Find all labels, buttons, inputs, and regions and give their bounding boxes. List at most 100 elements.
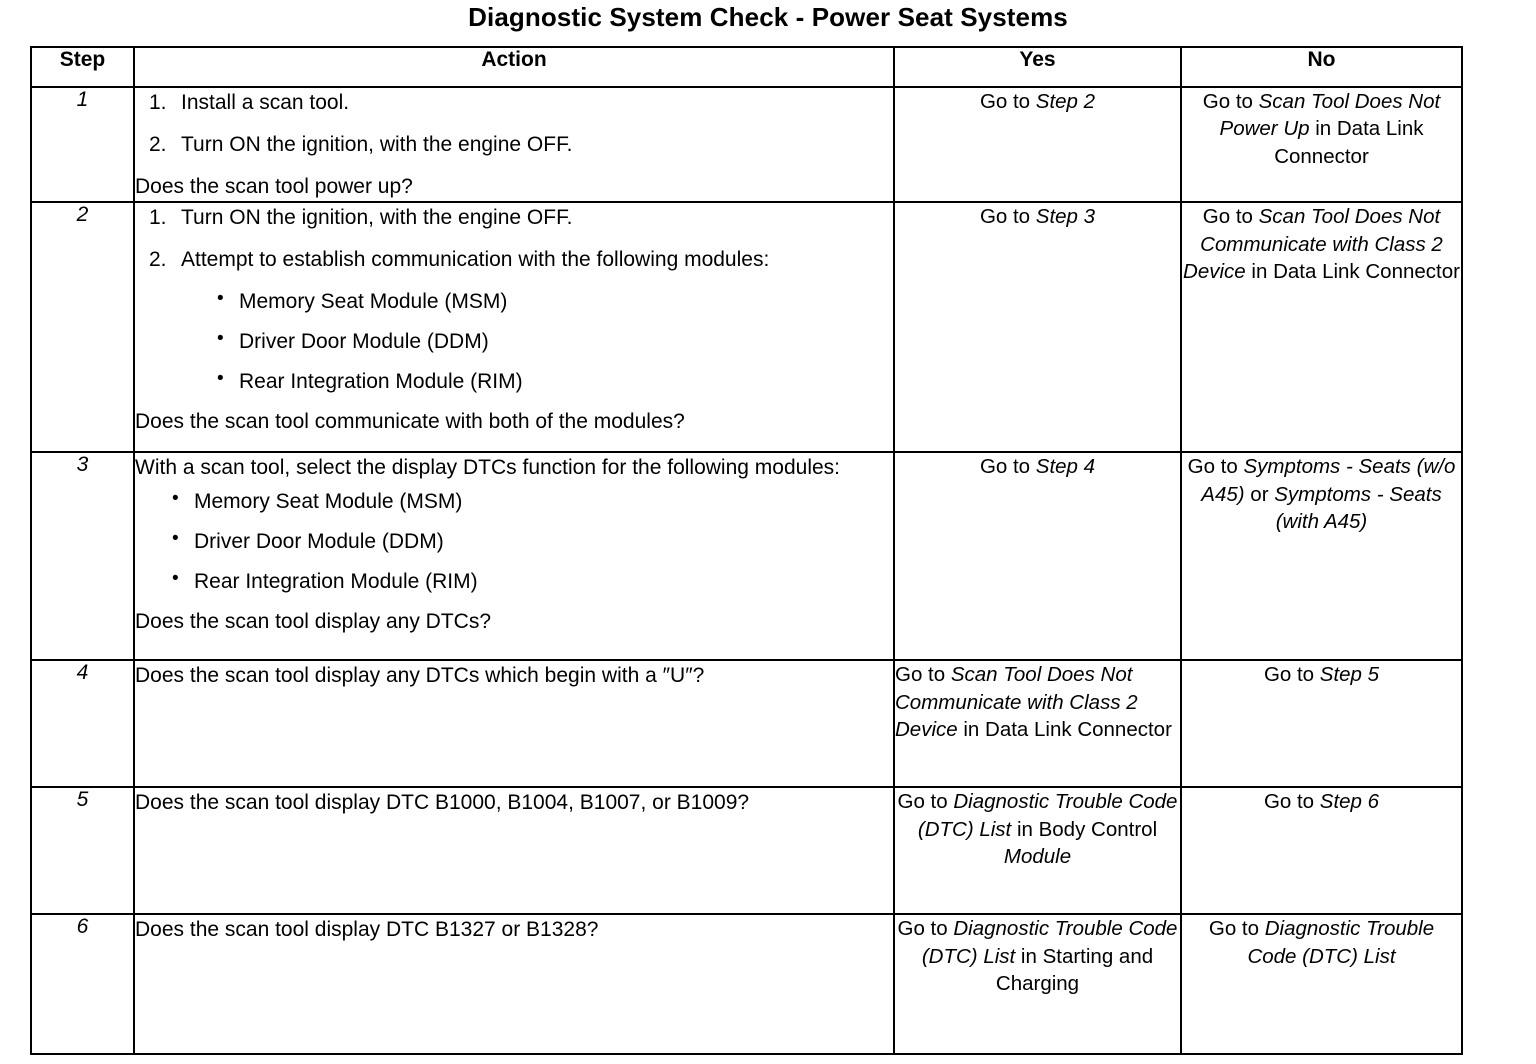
module-list: • Memory Seat Module (MSM) • Driver Door M… <box>135 287 893 396</box>
no-text-italic: Step 6 <box>1319 790 1380 814</box>
yes-text-italic: Step 3 <box>1035 205 1096 229</box>
step-number: 6 <box>30 913 135 1056</box>
yes-text-plain2: in Starting and Charging <box>995 944 1154 995</box>
yes-text-italic: Diagnostic Trouble Code (DTC) List <box>921 917 1178 968</box>
numbered-step-text: Turn ON the ignition, with the engine OF… <box>181 206 573 230</box>
action-question: Does the scan tool display any DTCs? <box>135 609 492 633</box>
action-cell: 1. Turn ON the ignition, with the engine… <box>133 201 895 454</box>
list-item: •Driver Door Module (DDM) <box>170 527 893 557</box>
bullet-icon: • <box>172 488 179 510</box>
action-question: Does the scan tool communicate with both… <box>135 409 685 433</box>
action-lead-text: With a scan tool, select the display DTC… <box>135 456 840 480</box>
numbered-step-marker: 2. <box>149 248 167 272</box>
yes-cell: Go to Scan Tool Does Not Communicate wit… <box>893 659 1182 789</box>
step-number: 1 <box>30 85 135 204</box>
bullet-icon: • <box>172 567 179 589</box>
no-text-italic: Symptoms - Seats (w/o A45) <box>1201 455 1456 506</box>
step-number: 5 <box>30 786 135 916</box>
yes-text-plain: Go to <box>979 205 1036 229</box>
action-cell: Does the scan tool display any DTCs whic… <box>133 659 895 789</box>
action-cell: Does the scan tool display DTC B1327 or … <box>133 913 895 1056</box>
table-row: 2 1. Turn ON the ignition, with the engi… <box>30 201 1463 454</box>
column-header-action: Action <box>133 46 895 88</box>
list-item: • Memory Seat Module (MSM) <box>170 487 893 517</box>
column-header-no: No <box>1180 46 1463 88</box>
step-number: 2 <box>30 201 135 454</box>
action-cell: 1. Install a scan tool. 2. Turn ON the i… <box>133 85 895 204</box>
bullet-icon: • <box>217 288 224 310</box>
table-header-row: Step Action Yes No <box>30 46 1463 88</box>
list-item: • Rear Integration Module (RIM) <box>215 367 893 397</box>
no-text-italic2: Symptoms - Seats (with A45) <box>1274 482 1442 533</box>
no-cell: Go to Diagnostic Trouble Code (DTC) List <box>1180 913 1463 1056</box>
list-item-label: Memory Seat Module (MSM) <box>194 490 463 514</box>
action-question: Does the scan tool display any DTCs whic… <box>135 664 705 688</box>
list-item: • Rear Integration Module (RIM) <box>170 567 893 597</box>
numbered-step: 2. Attempt to establish communication wi… <box>135 245 893 275</box>
list-item-label: Rear Integration Module (RIM) <box>194 569 478 593</box>
list-item-label: Driver Door Module (DDM) <box>239 329 489 353</box>
column-header-step: Step <box>30 46 135 88</box>
diagnostic-table: Step Action Yes No 1 1. Install a scan t… <box>30 46 1463 1056</box>
list-item-label: Rear Integration Module (RIM) <box>239 369 523 393</box>
bullet-icon: • <box>217 367 224 389</box>
yes-text-italic: Diagnostic Trouble Code (DTC) List <box>917 790 1178 841</box>
no-cell: Go to Symptoms - Seats (w/o A45) or Symp… <box>1180 451 1463 662</box>
action-cell: With a scan tool, select the display DTC… <box>133 451 895 662</box>
no-text-plain: Go to <box>1202 90 1259 113</box>
yes-text-italic2: Module <box>1003 844 1072 868</box>
list-item: • Driver Door Module (DDM) <box>215 327 893 357</box>
list-item: • Memory Seat Module (MSM) <box>215 287 893 317</box>
yes-text-plain: Go to <box>979 90 1036 113</box>
yes-text-plain: Go to <box>979 455 1036 479</box>
no-cell: Go to Scan Tool Does Not Communicate wit… <box>1180 201 1463 454</box>
no-text-plain: Go to <box>1208 917 1265 941</box>
numbered-step: 2. Turn ON the ignition, with the engine… <box>135 130 893 160</box>
column-header-yes: Yes <box>893 46 1182 88</box>
yes-cell: Go to Step 4 <box>893 451 1182 662</box>
module-list: • Memory Seat Module (MSM) •Driver Door M… <box>135 487 893 596</box>
action-cell: Does the scan tool display DTC B1000, B1… <box>133 786 895 916</box>
no-text-plain: Go to <box>1187 455 1244 479</box>
numbered-step-text: Attempt to establish communication with … <box>181 248 770 272</box>
yes-cell: Go to Diagnostic Trouble Code (DTC) List… <box>893 786 1182 916</box>
yes-text-italic: Step 4 <box>1035 455 1096 479</box>
no-text-italic: Step 5 <box>1319 663 1380 687</box>
list-item-label: Memory Seat Module (MSM) <box>239 290 508 314</box>
yes-text-plain: Go to <box>897 917 954 941</box>
no-text-italic: Scan Tool Does Not Communicate with Clas… <box>1183 205 1443 283</box>
no-text-italic: Diagnostic Trouble Code (DTC) List <box>1247 917 1435 968</box>
numbered-step-text: Install a scan tool. <box>181 91 350 114</box>
yes-text-italic: Scan Tool Does Not Communicate with Clas… <box>895 663 1138 741</box>
numbered-step-marker: 1. <box>149 206 167 230</box>
no-text-italic: Scan Tool Does Not Power Up <box>1219 90 1441 141</box>
no-text-plain2: or <box>1244 482 1275 506</box>
yes-text-plain: Go to <box>895 663 951 687</box>
table-row: 3 With a scan tool, select the display D… <box>30 451 1463 662</box>
action-question: Does the scan tool display DTC B1000, B1… <box>135 791 750 815</box>
numbered-step: 1. Install a scan tool. <box>135 88 893 118</box>
no-text-plain: Go to <box>1263 663 1320 687</box>
table-row: 4 Does the scan tool display any DTCs wh… <box>30 659 1463 789</box>
numbered-step-marker: 2. <box>149 132 167 156</box>
no-text-plain2: in Data Link Connector <box>1274 117 1424 168</box>
table-row: 6 Does the scan tool display DTC B1327 o… <box>30 913 1463 1056</box>
no-text-plain: Go to <box>1202 205 1259 229</box>
bullet-icon: • <box>217 327 224 349</box>
yes-text-plain: Go to <box>897 790 954 814</box>
no-cell: Go to Step 5 <box>1180 659 1463 789</box>
table-row: 5 Does the scan tool display DTC B1000, … <box>30 786 1463 916</box>
page-title: Diagnostic System Check - Power Seat Sys… <box>468 2 1068 32</box>
table-row: 1 1. Install a scan tool. 2. Turn ON the… <box>30 85 1463 204</box>
yes-text-italic: Step 2 <box>1035 90 1096 113</box>
no-text-plain2: in Data Link Connector <box>1245 259 1460 283</box>
yes-cell: Go to Step 2 <box>893 85 1182 204</box>
step-number: 4 <box>30 659 135 789</box>
bullet-icon: • <box>172 528 179 550</box>
yes-cell: Go to Diagnostic Trouble Code (DTC) List… <box>893 913 1182 1056</box>
yes-cell: Go to Step 3 <box>893 201 1182 454</box>
yes-text-plain2: in Body Control <box>1011 817 1158 841</box>
numbered-step-text: Turn ON the ignition, with the engine OF… <box>181 132 573 156</box>
numbered-step-marker: 1. <box>149 91 167 114</box>
